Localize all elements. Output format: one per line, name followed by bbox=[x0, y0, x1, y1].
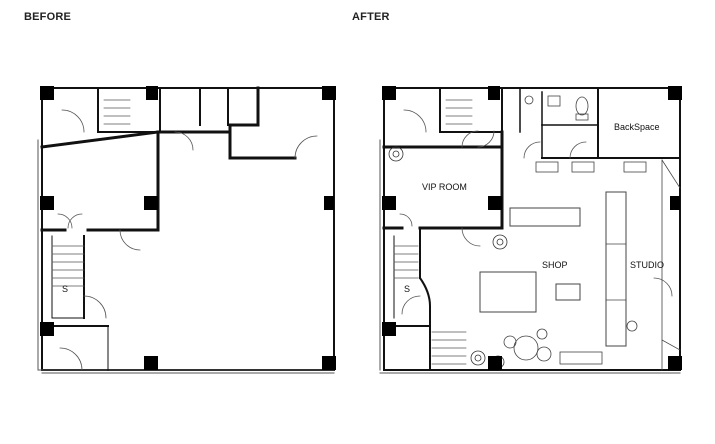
door-swing-icon bbox=[59, 347, 83, 371]
after-heading: AFTER bbox=[352, 11, 390, 23]
studio-partition bbox=[605, 191, 627, 347]
display-table bbox=[479, 271, 537, 313]
plant-icon bbox=[492, 234, 508, 250]
door-swing-icon bbox=[61, 109, 85, 133]
after-stair-mark: S bbox=[404, 284, 410, 294]
door-swing-icon bbox=[461, 227, 481, 247]
door-swing-icon bbox=[403, 109, 427, 133]
stair-icon bbox=[393, 99, 473, 365]
door-swing-icon bbox=[174, 131, 194, 151]
plants bbox=[388, 146, 508, 369]
small-table bbox=[555, 283, 581, 301]
plant-icon bbox=[470, 350, 486, 366]
door-swing-icon bbox=[523, 141, 541, 159]
back-space-label: BackSpace bbox=[614, 122, 660, 132]
before-stair-mark: S bbox=[62, 284, 68, 294]
sink-icon bbox=[524, 95, 534, 105]
door-swing-icon bbox=[477, 130, 495, 148]
door-swing-icon bbox=[401, 295, 421, 315]
before-heading: BEFORE bbox=[24, 11, 72, 23]
door-swing-icon bbox=[569, 141, 587, 159]
after-columns bbox=[382, 86, 682, 370]
after-plan bbox=[379, 87, 681, 374]
counter bbox=[509, 207, 581, 227]
door-swing-icon bbox=[294, 135, 318, 159]
door-swing-icon bbox=[461, 130, 479, 148]
shop-label: SHOP bbox=[542, 260, 568, 270]
before-outer-wall bbox=[41, 87, 335, 371]
door-swing-icon bbox=[83, 295, 107, 319]
door-swing-icon bbox=[653, 277, 673, 297]
plant-icon bbox=[388, 146, 404, 162]
before-plan bbox=[37, 86, 335, 374]
vip-room-label: VIP ROOM bbox=[422, 182, 467, 192]
stair-icon bbox=[51, 99, 131, 287]
door-swing-icon bbox=[119, 229, 141, 251]
studio-label: STUDIO bbox=[630, 260, 664, 270]
before-columns bbox=[40, 86, 336, 370]
toilet-icon bbox=[575, 96, 589, 116]
sink-icon bbox=[547, 95, 561, 107]
